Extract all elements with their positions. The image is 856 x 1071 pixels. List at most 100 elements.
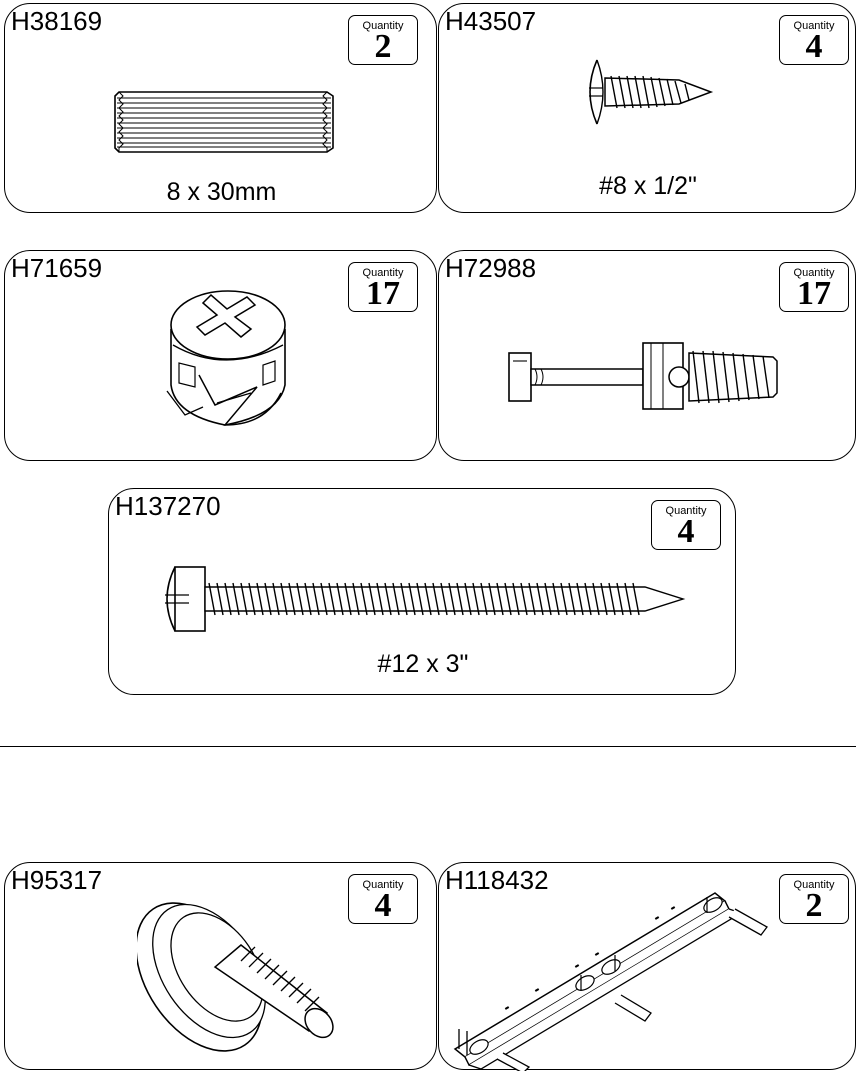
quantity-value: 2: [805, 887, 823, 924]
quantity-value: 17: [797, 275, 831, 312]
part-size: #8 x 1/2": [599, 172, 697, 200]
rail-bracket-icon: [453, 892, 768, 1071]
part-size: 8 x 30mm: [166, 178, 277, 206]
screw-thread: [536, 582, 544, 616]
screw-thread: [248, 582, 256, 616]
quantity-value: 4: [374, 887, 392, 924]
screw-thread: [560, 582, 568, 616]
quantity-box: Quantity 4: [348, 874, 418, 924]
part-card-h71659: H71659 Quantity 17: [4, 250, 437, 461]
screw-thread: [280, 582, 288, 616]
screw-thread: [440, 582, 448, 616]
quantity-box: Quantity 4: [779, 15, 849, 65]
screw-thread: [616, 582, 624, 616]
part-code: H137270: [115, 491, 221, 521]
part-card-h72988: H72988 Quantity 17: [438, 250, 856, 461]
truss-head-screw-icon: [589, 59, 714, 125]
cam-lock-icon: [166, 290, 286, 426]
section-divider: [0, 746, 856, 747]
screw-thread: [232, 582, 240, 616]
quantity-value: 4: [805, 28, 823, 65]
quantity-label: Quantity: [793, 267, 835, 279]
screw-thread: [608, 582, 616, 616]
screw-thread: [568, 582, 576, 616]
quantity-label: Quantity: [362, 267, 404, 279]
screw-thread: [384, 582, 392, 616]
screw-thread: [312, 582, 320, 616]
screw-thread: [304, 582, 312, 616]
screw-thread: [400, 582, 408, 616]
quantity-value: 2: [374, 28, 392, 65]
part-size: #12 x 3": [377, 650, 469, 678]
screw-thread: [472, 582, 480, 616]
screw-thread: [504, 582, 512, 616]
screw-thread: [576, 582, 584, 616]
screw-thread: [448, 582, 456, 616]
screw-thread: [408, 582, 416, 616]
quantity-label: Quantity: [793, 879, 835, 891]
part-card-h38169: H38169 Quantity 2 8 x 30mm: [4, 3, 437, 213]
screw-thread: [296, 582, 304, 616]
screw-thread: [456, 582, 464, 616]
quantity-box: Quantity 17: [779, 262, 849, 312]
part-code: H71659: [11, 253, 103, 283]
quantity-box: Quantity 2: [348, 15, 418, 65]
screw-thread: [432, 582, 440, 616]
screw-thread: [328, 582, 336, 616]
screw-thread: [464, 582, 472, 616]
screw-thread: [528, 582, 536, 616]
screw-thread: [480, 582, 488, 616]
quantity-box: Quantity 17: [348, 262, 418, 312]
screw-thread: [256, 582, 264, 616]
screw-thread: [272, 582, 280, 616]
part-code: H95317: [11, 865, 103, 895]
screw-thread: [600, 582, 608, 616]
screw-thread: [360, 582, 368, 616]
part-card-h95317: H95317 Quantity 4: [4, 862, 437, 1070]
screw-thread: [552, 582, 560, 616]
screw-thread: [416, 582, 424, 616]
part-code: H38169: [11, 6, 103, 36]
part-card-h137270: H137270 Quantity 4 #12 x 3": [108, 488, 736, 695]
screw-thread: [264, 582, 272, 616]
screw-thread: [424, 582, 432, 616]
leveling-foot-icon: [137, 902, 334, 1052]
screw-thread: [488, 582, 496, 616]
screw-thread: [512, 582, 520, 616]
screw-thread: [520, 582, 528, 616]
screw-thread: [208, 582, 216, 616]
screw-thread: [624, 582, 632, 616]
part-card-h118432: H118432 Quantity 2: [438, 862, 856, 1071]
quantity-label: Quantity: [362, 20, 404, 32]
screw-thread: [288, 582, 296, 616]
screw-thread: [376, 582, 384, 616]
quantity-value: 17: [366, 275, 400, 312]
dowel-pin-icon: [114, 91, 334, 153]
screw-thread: [496, 582, 504, 616]
part-code: H118432: [445, 865, 549, 895]
screw-thread: [336, 582, 344, 616]
part-card-h43507: H43507 Quantity 4 #8 x 1/2": [438, 3, 856, 213]
quantity-label: Quantity: [793, 20, 835, 32]
screw-thread: [320, 582, 328, 616]
screw-thread: [392, 582, 400, 616]
quantity-label: Quantity: [362, 879, 404, 891]
quantity-box: Quantity 4: [651, 500, 721, 550]
connector-bolt-icon: [508, 342, 778, 410]
part-code: H72988: [445, 253, 537, 283]
part-code: H43507: [445, 6, 537, 36]
quantity-value: 4: [677, 513, 695, 550]
screw-thread: [544, 582, 552, 616]
screw-thread: [592, 582, 600, 616]
screw-thread: [632, 582, 640, 616]
screw-thread: [368, 582, 376, 616]
long-pan-head-screw-icon: [165, 566, 686, 632]
screw-thread: [352, 582, 360, 616]
quantity-label: Quantity: [665, 505, 707, 517]
screw-thread: [240, 582, 248, 616]
screw-thread: [216, 582, 224, 616]
screw-thread: [584, 582, 592, 616]
screw-thread: [344, 582, 352, 616]
screw-thread: [224, 582, 232, 616]
quantity-box: Quantity 2: [779, 874, 849, 924]
